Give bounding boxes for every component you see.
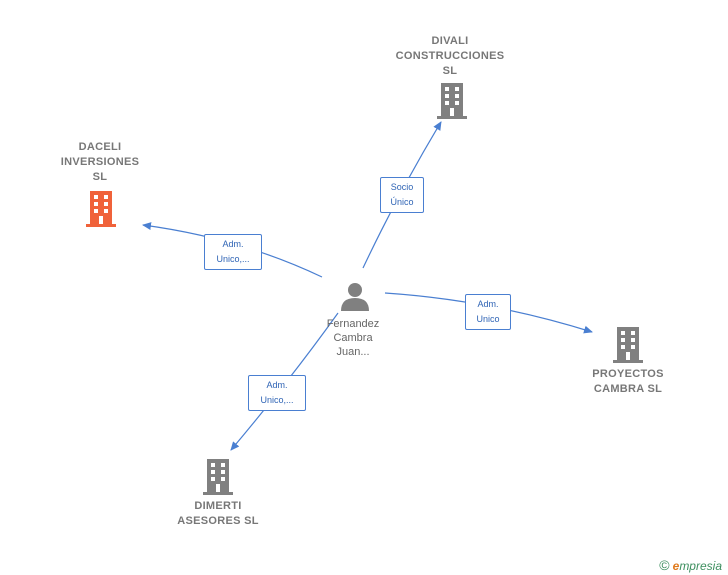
brand-watermark: ©empresia (659, 557, 722, 573)
edge-label-divali[interactable]: Socio Único (380, 177, 424, 213)
person-icon[interactable] (340, 281, 370, 311)
edge-label-daceli[interactable]: Adm. Unico,... (204, 234, 262, 270)
building-icon[interactable] (85, 191, 117, 227)
company-label-daceli[interactable]: DACELI INVERSIONES SL (60, 141, 140, 183)
building-icon[interactable] (202, 459, 234, 495)
edge-label-dimerti[interactable]: Adm. Unico,... (248, 375, 306, 411)
person-label[interactable]: Fernandez Cambra Juan... (326, 318, 380, 358)
brand-initial: e (672, 559, 680, 573)
brand-name: mpresia (679, 559, 722, 573)
building-icon[interactable] (436, 83, 468, 119)
company-label-dimerti[interactable]: DIMERTI ASESORES SL (177, 500, 259, 527)
edge-label-proyectos[interactable]: Adm. Unico (465, 294, 511, 330)
company-label-divali[interactable]: DIVALI CONSTRUCCIONES SL (395, 35, 505, 77)
building-icon[interactable] (612, 327, 644, 363)
company-label-proyectos[interactable]: PROYECTOS CAMBRA SL (592, 368, 664, 395)
copyright-icon: © (659, 557, 670, 573)
